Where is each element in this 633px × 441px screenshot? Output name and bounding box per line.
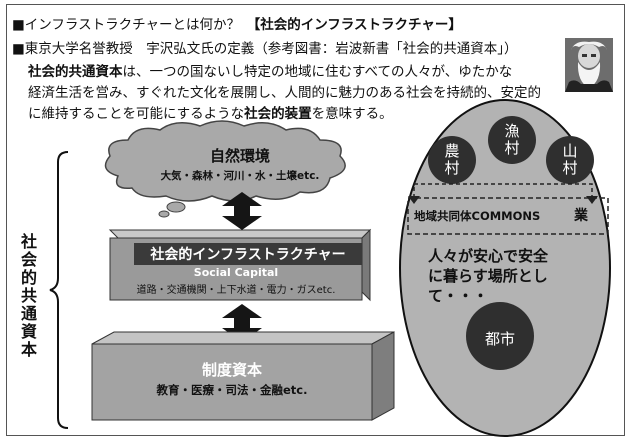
- infra-box: [108, 228, 372, 302]
- definition-line-1: 社会的共通資本は、一つの国ないし特定の地域に住むすべての人々が、ゆたかな: [28, 62, 512, 82]
- region-message: 人々が安心で安全 に暮らす場所とし て・・・: [428, 246, 548, 306]
- village-label-mountain: 山村: [562, 142, 578, 177]
- village-circle-mountain: [546, 136, 594, 184]
- system-items: 教育・医療・司法・金融etc.: [156, 383, 308, 397]
- header-question: ■インフラストラクチャーとは何か？: [12, 17, 254, 33]
- village-circle-fishing: [488, 116, 536, 164]
- village-label-farm: 農村: [444, 142, 460, 177]
- slide-frame: [6, 4, 625, 436]
- infra-subtitle: Social Capital: [193, 266, 279, 279]
- definition-lead: 社会的共通資本: [28, 64, 123, 80]
- definition-line-3-pre: に維持することを可能にするような: [28, 106, 245, 122]
- nature-items: 大気・森林・河川・水・土壌etc.: [160, 170, 320, 182]
- nature-title: 自然環境: [209, 147, 270, 165]
- nature-cloud: [104, 120, 346, 218]
- system-box: [91, 331, 395, 421]
- region-message-line-3: て・・・: [428, 287, 489, 305]
- definition-line-1-text: は、一つの国ないし特定の地域に住むすべての人々が、ゆたかな: [122, 64, 513, 80]
- region-message-line-1: 人々が安心で安全: [428, 247, 549, 265]
- village-label-fishing: 漁村: [504, 122, 520, 157]
- left-label: 社会的共通資本: [20, 232, 37, 359]
- double-arrow-icon: [222, 192, 262, 230]
- commons-label: 地域共同体COMMONS: [414, 209, 541, 223]
- village-circle-farm: [428, 136, 476, 184]
- infra-title: 社会的インフラストラクチャー: [150, 247, 346, 263]
- header-line-1: ■インフラストラクチャーとは何か？ 【社会的インフラストラクチャー】: [12, 16, 462, 34]
- header-title: 【社会的インフラストラクチャー】: [253, 17, 462, 33]
- commons-box: [407, 197, 609, 235]
- definition-line-2: 経済生活を営み、すぐれた文化を展開し、人間的に魅力のある社会を持続的、安定的: [28, 85, 541, 101]
- commons-arrow: [413, 183, 593, 198]
- infra-items: 道路・交通機関・上下水道・電力・ガスetc.: [136, 285, 336, 296]
- city-label: 都市: [484, 330, 515, 348]
- system-title: 制度資本: [201, 361, 262, 379]
- definition-social-device: 社会的装置: [244, 106, 312, 122]
- city-circle: [466, 302, 534, 370]
- header-line-2: ■東京大学名誉教授 宇沢弘文氏の定義（参考図書：岩波新書「社会的共通資本」）: [12, 41, 518, 57]
- portrait-photo: [565, 38, 613, 92]
- bracket: [49, 151, 69, 429]
- region-message-line-2: に暮らす場所とし: [428, 267, 548, 285]
- commons-suffix: 業: [574, 208, 588, 224]
- definition-line-3: に維持することを可能にするような社会的装置を意味する。: [28, 104, 393, 124]
- definition-line-3-post: を意味する。: [311, 106, 393, 122]
